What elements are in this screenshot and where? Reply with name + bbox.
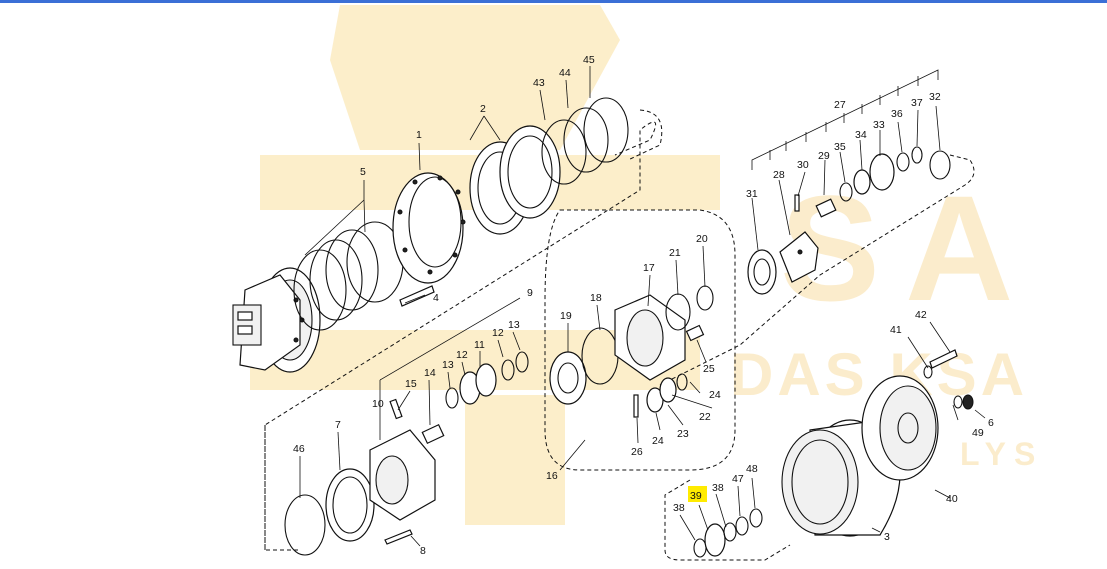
callout-38b: 38 xyxy=(673,502,685,514)
callout-6: 6 xyxy=(988,417,994,429)
motor-housing xyxy=(232,267,321,373)
callout-labels: 1 2 3 4 5 6 7 8 9 10 11 12 12 13 13 14 1… xyxy=(293,54,994,557)
callout-13b: 13 xyxy=(508,319,520,331)
callout-7: 7 xyxy=(335,419,341,431)
callout-38a: 38 xyxy=(712,482,724,494)
callout-17: 17 xyxy=(643,262,655,274)
callout-36: 36 xyxy=(891,108,903,120)
callout-2: 2 xyxy=(480,103,486,115)
top-accent-bar xyxy=(0,0,1107,3)
callout-43: 43 xyxy=(533,77,545,89)
svg-text:LYS: LYS xyxy=(960,436,1043,472)
callout-23: 23 xyxy=(677,428,689,440)
sun-gear-assembly xyxy=(747,146,951,295)
leader-lines xyxy=(299,66,986,547)
callout-3: 3 xyxy=(884,531,890,543)
upper-seal-rings xyxy=(293,97,629,331)
callout-27: 27 xyxy=(834,99,846,111)
callout-1: 1 xyxy=(416,129,422,141)
callout-15: 15 xyxy=(405,378,417,390)
svg-text:A: A xyxy=(905,164,1013,332)
callout-45: 45 xyxy=(583,54,595,66)
callout-29: 29 xyxy=(818,150,830,162)
callout-34: 34 xyxy=(855,129,867,141)
callout-39: 39 xyxy=(690,490,702,502)
callout-25: 25 xyxy=(703,363,715,375)
callout-48: 48 xyxy=(746,463,758,475)
callout-35: 35 xyxy=(834,141,846,153)
callout-22: 22 xyxy=(699,411,711,423)
callout-24a: 24 xyxy=(709,389,721,401)
callout-12a: 12 xyxy=(456,349,468,361)
callout-42: 42 xyxy=(915,309,927,321)
callout-26: 26 xyxy=(631,446,643,458)
callout-30: 30 xyxy=(797,159,809,171)
callout-14: 14 xyxy=(424,367,436,379)
callout-19: 19 xyxy=(560,310,572,322)
callout-40: 40 xyxy=(946,493,958,505)
callout-20: 20 xyxy=(696,233,708,245)
callout-47: 47 xyxy=(732,473,744,485)
callout-32: 32 xyxy=(929,91,941,103)
callout-28: 28 xyxy=(773,169,785,181)
callout-13a: 13 xyxy=(442,359,454,371)
output-hub xyxy=(693,349,974,558)
callout-44: 44 xyxy=(559,67,571,79)
callout-10: 10 xyxy=(372,398,384,410)
callout-4: 4 xyxy=(433,292,439,304)
callout-16: 16 xyxy=(546,470,558,482)
callout-21: 21 xyxy=(669,247,681,259)
callout-49: 49 xyxy=(972,427,984,439)
callout-24b: 24 xyxy=(652,435,664,447)
callout-12b: 12 xyxy=(492,327,504,339)
callout-9: 9 xyxy=(527,287,533,299)
callout-37: 37 xyxy=(911,97,923,109)
callout-8: 8 xyxy=(420,545,426,557)
callout-41: 41 xyxy=(890,324,902,336)
callout-33: 33 xyxy=(873,119,885,131)
callout-39-highlight xyxy=(688,486,707,502)
second-stage-carrier xyxy=(549,285,714,418)
callout-18: 18 xyxy=(590,292,602,304)
callout-46: 46 xyxy=(293,443,305,455)
callout-5: 5 xyxy=(360,166,366,178)
callout-31: 31 xyxy=(746,188,758,200)
first-stage-carrier xyxy=(284,351,529,556)
callout-11: 11 xyxy=(474,339,485,351)
group-outlines xyxy=(264,109,975,561)
